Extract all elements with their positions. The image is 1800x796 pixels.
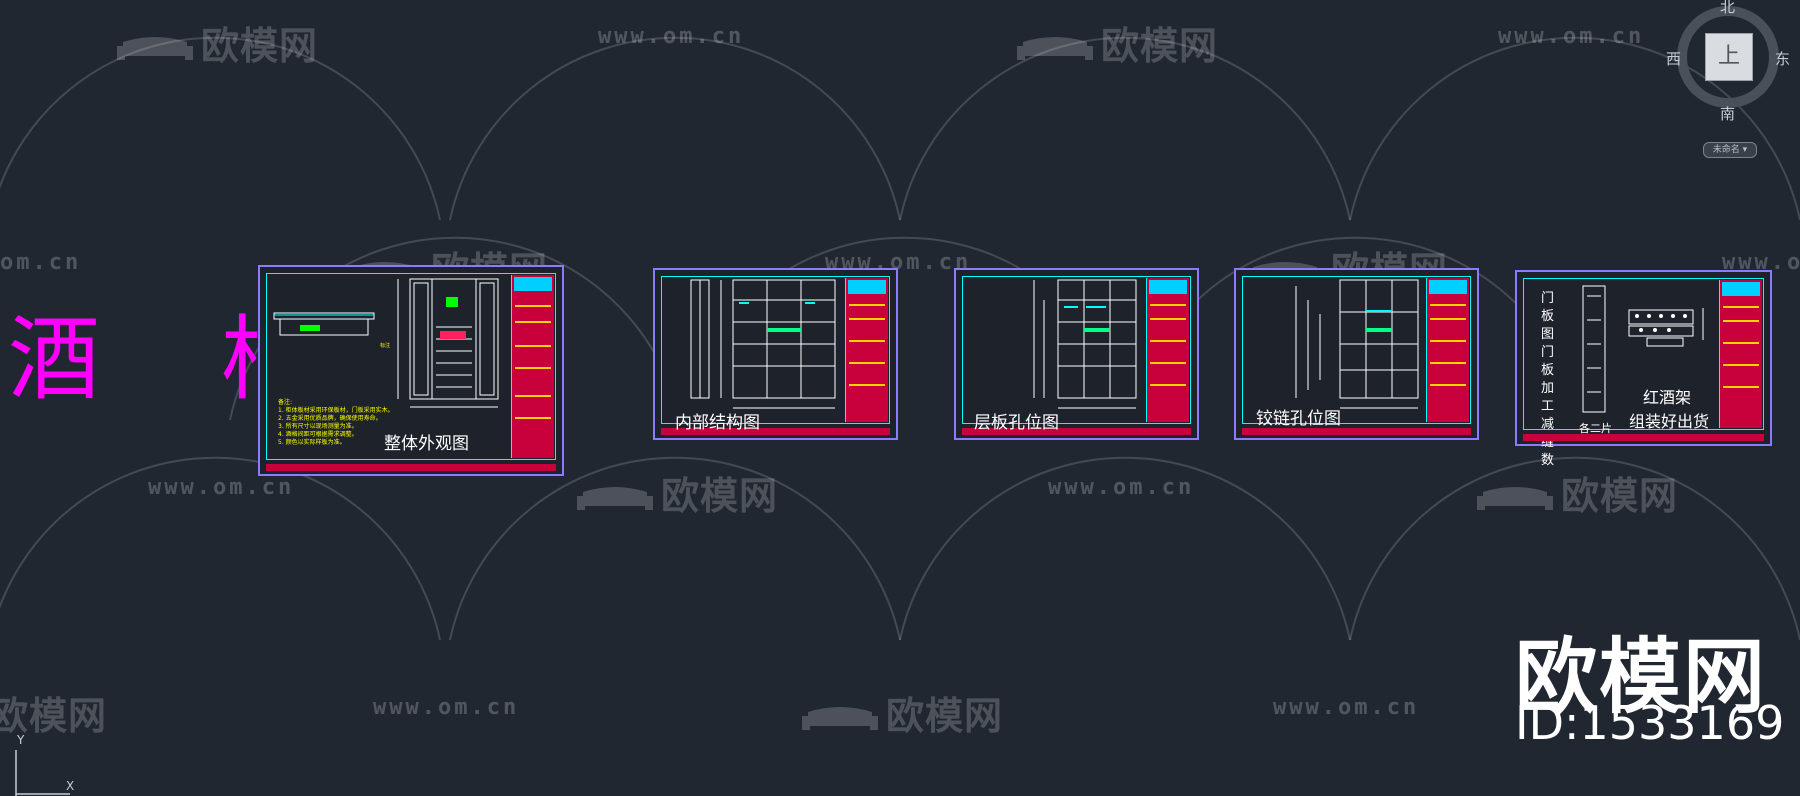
sheet-frame bbox=[1242, 276, 1471, 424]
door-panel-side-text: 门板图门板加工减缝数 bbox=[1541, 291, 1555, 468]
cabinet-elevation-drawing: 标注 bbox=[273, 278, 499, 408]
viewcube-top-face[interactable]: 上 bbox=[1705, 33, 1753, 81]
sheet-internal-structure[interactable]: 内部结构图 bbox=[653, 268, 898, 440]
watermark-logo: 欧模网 bbox=[115, 15, 318, 70]
sheet-frame bbox=[1523, 278, 1764, 430]
ucs-x-label: X bbox=[66, 779, 75, 793]
sheet-overall-view[interactable]: 标注 备注: 1. 柜体板材采用环保板材，门板采用实木。 2. 五金采用优质品牌… bbox=[258, 265, 564, 476]
sofa-icon bbox=[577, 486, 653, 510]
watermark-url: www.om.cn bbox=[373, 695, 520, 720]
watermark-logo: 欧模网 bbox=[575, 465, 778, 520]
sheet-bottom-bar bbox=[1242, 428, 1471, 435]
watermark-logo: 欧模网 bbox=[800, 685, 1003, 740]
title-block bbox=[845, 278, 888, 422]
sheet-frame bbox=[266, 273, 556, 460]
sheet-hinge-holes[interactable]: 铰链孔位图 bbox=[1234, 268, 1479, 440]
sheet-caption-line2: 组装好出货 bbox=[1629, 412, 1710, 431]
sheet-bottom-bar bbox=[266, 464, 556, 471]
wine-rack-drawing bbox=[1582, 285, 1704, 413]
ucs-y-label: Y bbox=[17, 733, 25, 747]
viewcube-ucs-menu[interactable]: 未命名 ▾ bbox=[1703, 142, 1757, 158]
watermark-url: www.om.cn bbox=[598, 24, 745, 49]
hinge-holes-drawing bbox=[1295, 279, 1419, 409]
sheet-count-text: 各二片 bbox=[1579, 422, 1612, 435]
watermark-logo: 欧模网 bbox=[1015, 15, 1218, 70]
viewcube-west[interactable]: 西 bbox=[1666, 50, 1682, 68]
sheet-caption: 整体外观图 bbox=[384, 434, 469, 454]
watermark-url: www.om.cn bbox=[1498, 24, 1645, 49]
viewcube-compass[interactable] bbox=[1660, 0, 1800, 170]
sheet-bottom-bar bbox=[661, 428, 890, 435]
internal-structure-drawing bbox=[690, 279, 836, 409]
brand-name: 欧模网 bbox=[1515, 630, 1768, 725]
sofa-icon bbox=[117, 36, 193, 60]
watermark-url: www.om.cn bbox=[1048, 475, 1195, 500]
sheet-bottom-bar bbox=[1523, 434, 1764, 441]
sheet-caption: 层板孔位图 bbox=[974, 413, 1059, 433]
sheet-notes: 备注: 1. 柜体板材采用环保板材，门板采用实木。 2. 五金采用优质品牌，确保… bbox=[278, 399, 394, 446]
sheet-frame bbox=[661, 276, 890, 424]
sheet-wine-rack[interactable]: 门板图门板加工减缝数 红酒架 组装好出货 各二片 bbox=[1515, 270, 1772, 468]
title-block bbox=[1719, 280, 1762, 428]
sofa-icon bbox=[802, 706, 878, 730]
sheet-caption: 铰链孔位图 bbox=[1256, 409, 1341, 429]
title-block bbox=[1146, 278, 1189, 422]
brand-id: ID:1533169 bbox=[1515, 696, 1785, 750]
sofa-icon bbox=[1477, 486, 1553, 510]
sheet-shelf-holes[interactable]: 层板孔位图 bbox=[954, 268, 1199, 440]
shelf-holes-drawing bbox=[1033, 279, 1137, 409]
watermark-url: om.cn bbox=[0, 250, 82, 275]
sheet-caption: 内部结构图 bbox=[675, 413, 760, 433]
sheet-caption-line1: 红酒架 bbox=[1643, 388, 1692, 407]
title-block bbox=[511, 275, 554, 458]
svg-text:标注: 标注 bbox=[380, 342, 390, 349]
sofa-icon bbox=[1017, 36, 1093, 60]
watermark-url: www.om.cn bbox=[1273, 695, 1420, 720]
viewcube-east[interactable]: 东 bbox=[1775, 50, 1791, 68]
sheet-bottom-bar bbox=[962, 428, 1191, 435]
viewcube-south[interactable]: 南 bbox=[1720, 105, 1736, 123]
title-block bbox=[1426, 278, 1469, 422]
watermark-logo: 欧模网 bbox=[1475, 465, 1678, 520]
watermark-url: www.om.cn bbox=[148, 475, 295, 500]
watermark-logo-fragment: 欧模网 bbox=[0, 694, 108, 738]
viewcube-north[interactable]: 北 bbox=[1720, 0, 1736, 16]
ucs-icon bbox=[15, 750, 70, 796]
sheet-frame bbox=[962, 276, 1191, 424]
